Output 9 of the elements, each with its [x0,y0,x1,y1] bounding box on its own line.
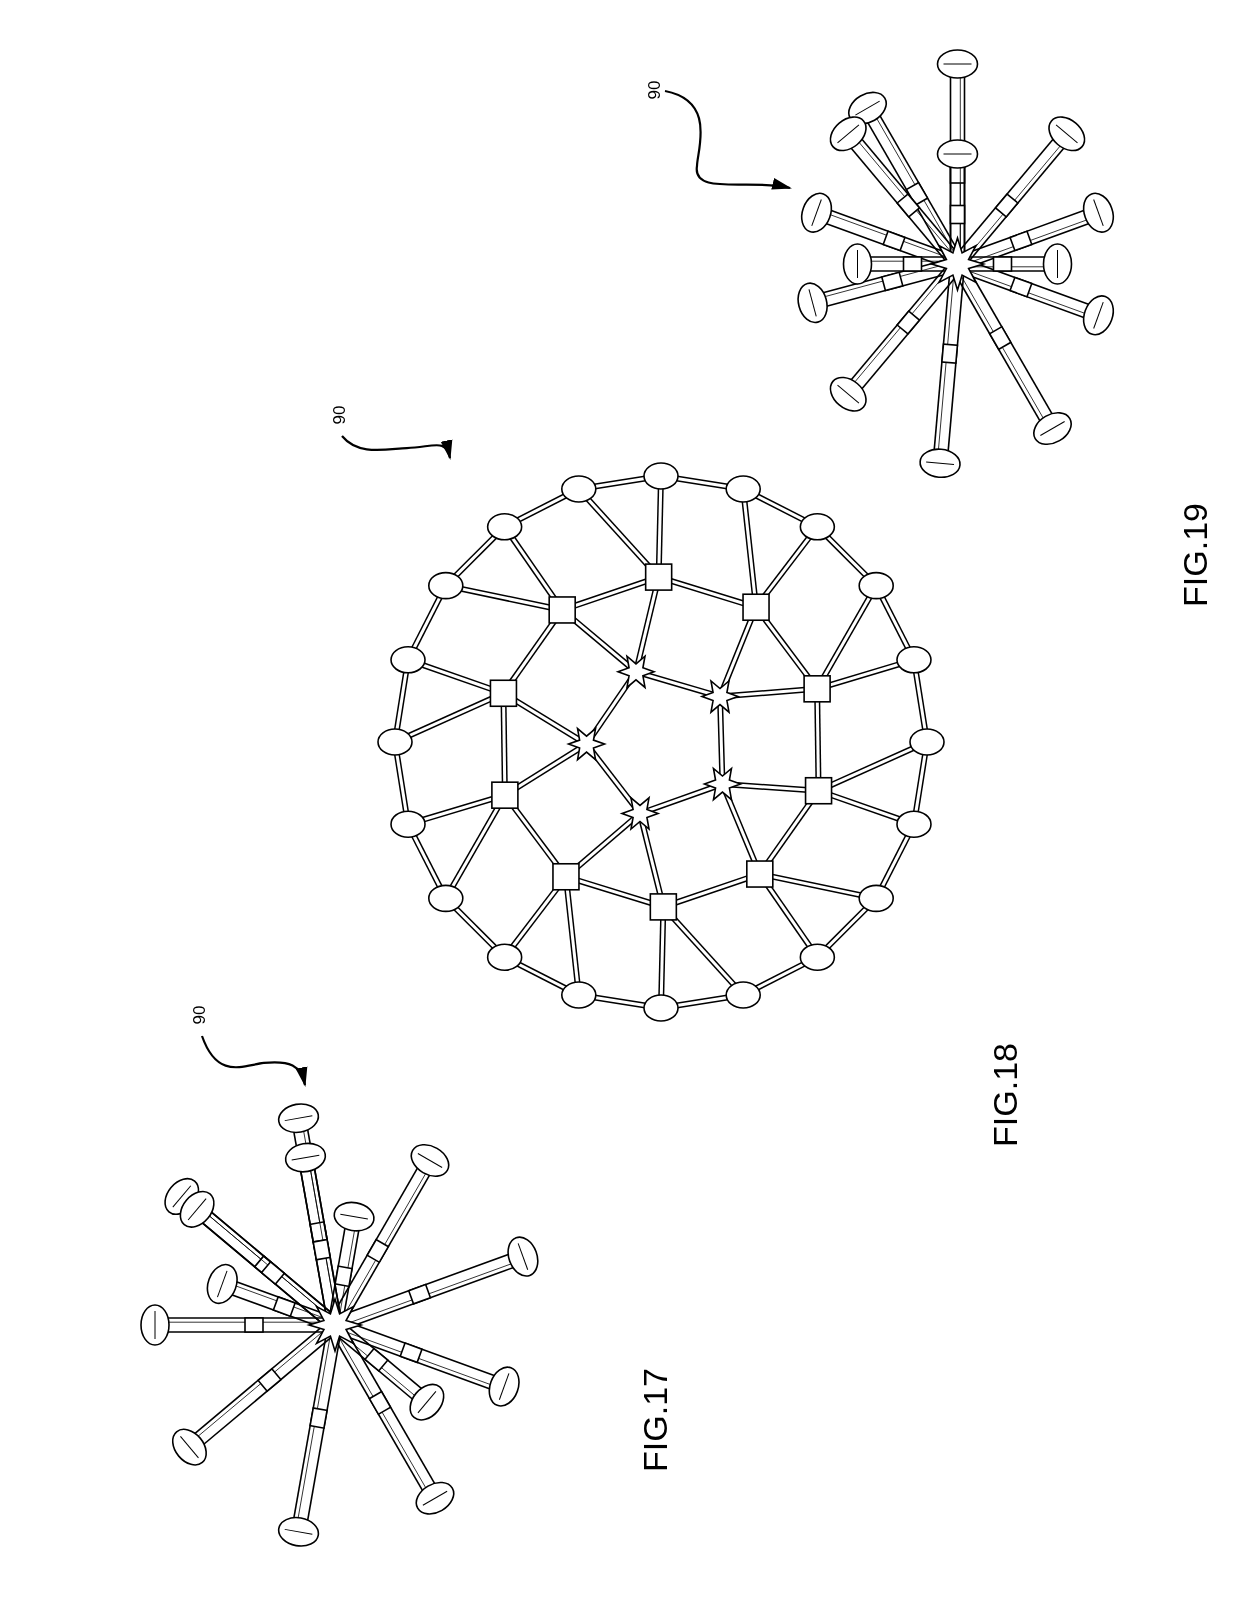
reference-numeral: 90 [330,400,350,430]
reference-numeral: 90 [645,75,665,105]
figure-label: FIG.17 [635,1367,675,1474]
figure-label: FIG.18 [985,1042,1025,1149]
leader-line [664,89,792,191]
leader-line [201,1035,307,1087]
figure-label: FIG.19 [1175,502,1215,609]
reference-numeral: 90 [190,1000,210,1030]
leader-line [341,435,452,460]
